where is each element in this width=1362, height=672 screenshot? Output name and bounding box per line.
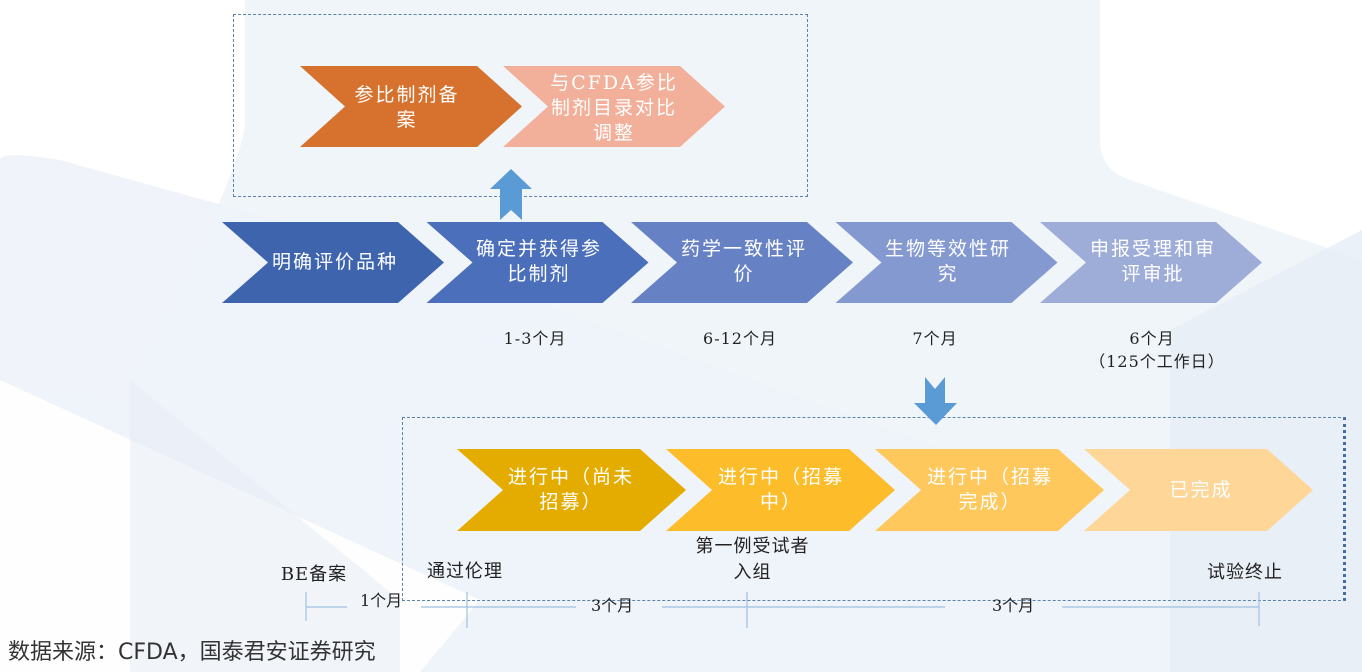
milestone-be-filing: BE备案 xyxy=(280,564,348,585)
status-ongoing-not-recruiting: 进行中（尚未招募） xyxy=(507,466,634,513)
status-ongoing-recruiting: 进行中（招募中） xyxy=(717,466,844,513)
status-ongoing-recruitment-complete: 进行中（招募完成） xyxy=(926,466,1053,513)
duration-bioequivalence: 7个月 xyxy=(912,329,958,348)
step-obtain-reference-drug: 确定并获得参比制剂 xyxy=(476,238,603,285)
duration-review: 6个月 xyxy=(1129,329,1175,348)
arrow-up-icon xyxy=(490,169,532,220)
status-chevron-0 xyxy=(457,449,686,531)
main-chevron-4 xyxy=(1040,222,1262,303)
interval-be-to-ethics: 1个月 xyxy=(360,591,403,610)
duration-pharmaceutical: 6-12个月 xyxy=(703,329,777,348)
arrow-down-icon xyxy=(914,377,957,425)
top-chevron-0 xyxy=(300,66,522,147)
main-chevron-2 xyxy=(631,222,853,303)
duration-review-note: （125个工作日） xyxy=(1089,352,1225,371)
duration-reference-drug: 1-3个月 xyxy=(503,329,567,348)
step-reference-drug-filing: 参比制剂备案 xyxy=(354,84,460,131)
milestone-first-subject-enrolled: 第一例受试者入组 xyxy=(695,536,810,583)
status-completed: 已完成 xyxy=(1169,478,1233,501)
data-source-note: 数据来源：CFDA，国泰君安证券研究 xyxy=(8,640,376,665)
be-trial-status-group-box xyxy=(402,417,1346,601)
milestone-trial-end: 试验终止 xyxy=(1207,562,1283,583)
step-submission-review: 申报受理和审评审批 xyxy=(1090,238,1217,285)
interval-ethics-to-first-subject: 3个月 xyxy=(591,596,634,615)
step-cfda-catalog-comparison: 与CFDA参比制剂目录对比调整 xyxy=(550,71,678,144)
milestone-ethics-approval: 通过伦理 xyxy=(427,561,503,582)
main-chevron-1 xyxy=(426,222,649,303)
step-identify-variety: 明确评价品种 xyxy=(272,250,399,273)
status-chevron-1 xyxy=(666,449,895,531)
status-chevron-2 xyxy=(875,449,1104,531)
step-pharmaceutical-consistency: 药学一致性评价 xyxy=(681,238,808,285)
main-chevron-3 xyxy=(835,222,1058,303)
interval-first-subject-to-end: 3个月 xyxy=(992,596,1035,615)
top-chevron-1 xyxy=(503,66,725,147)
main-chevron-0 xyxy=(222,222,444,303)
step-bioequivalence-study: 生物等效性研究 xyxy=(885,238,1012,285)
status-chevron-3 xyxy=(1084,449,1313,531)
